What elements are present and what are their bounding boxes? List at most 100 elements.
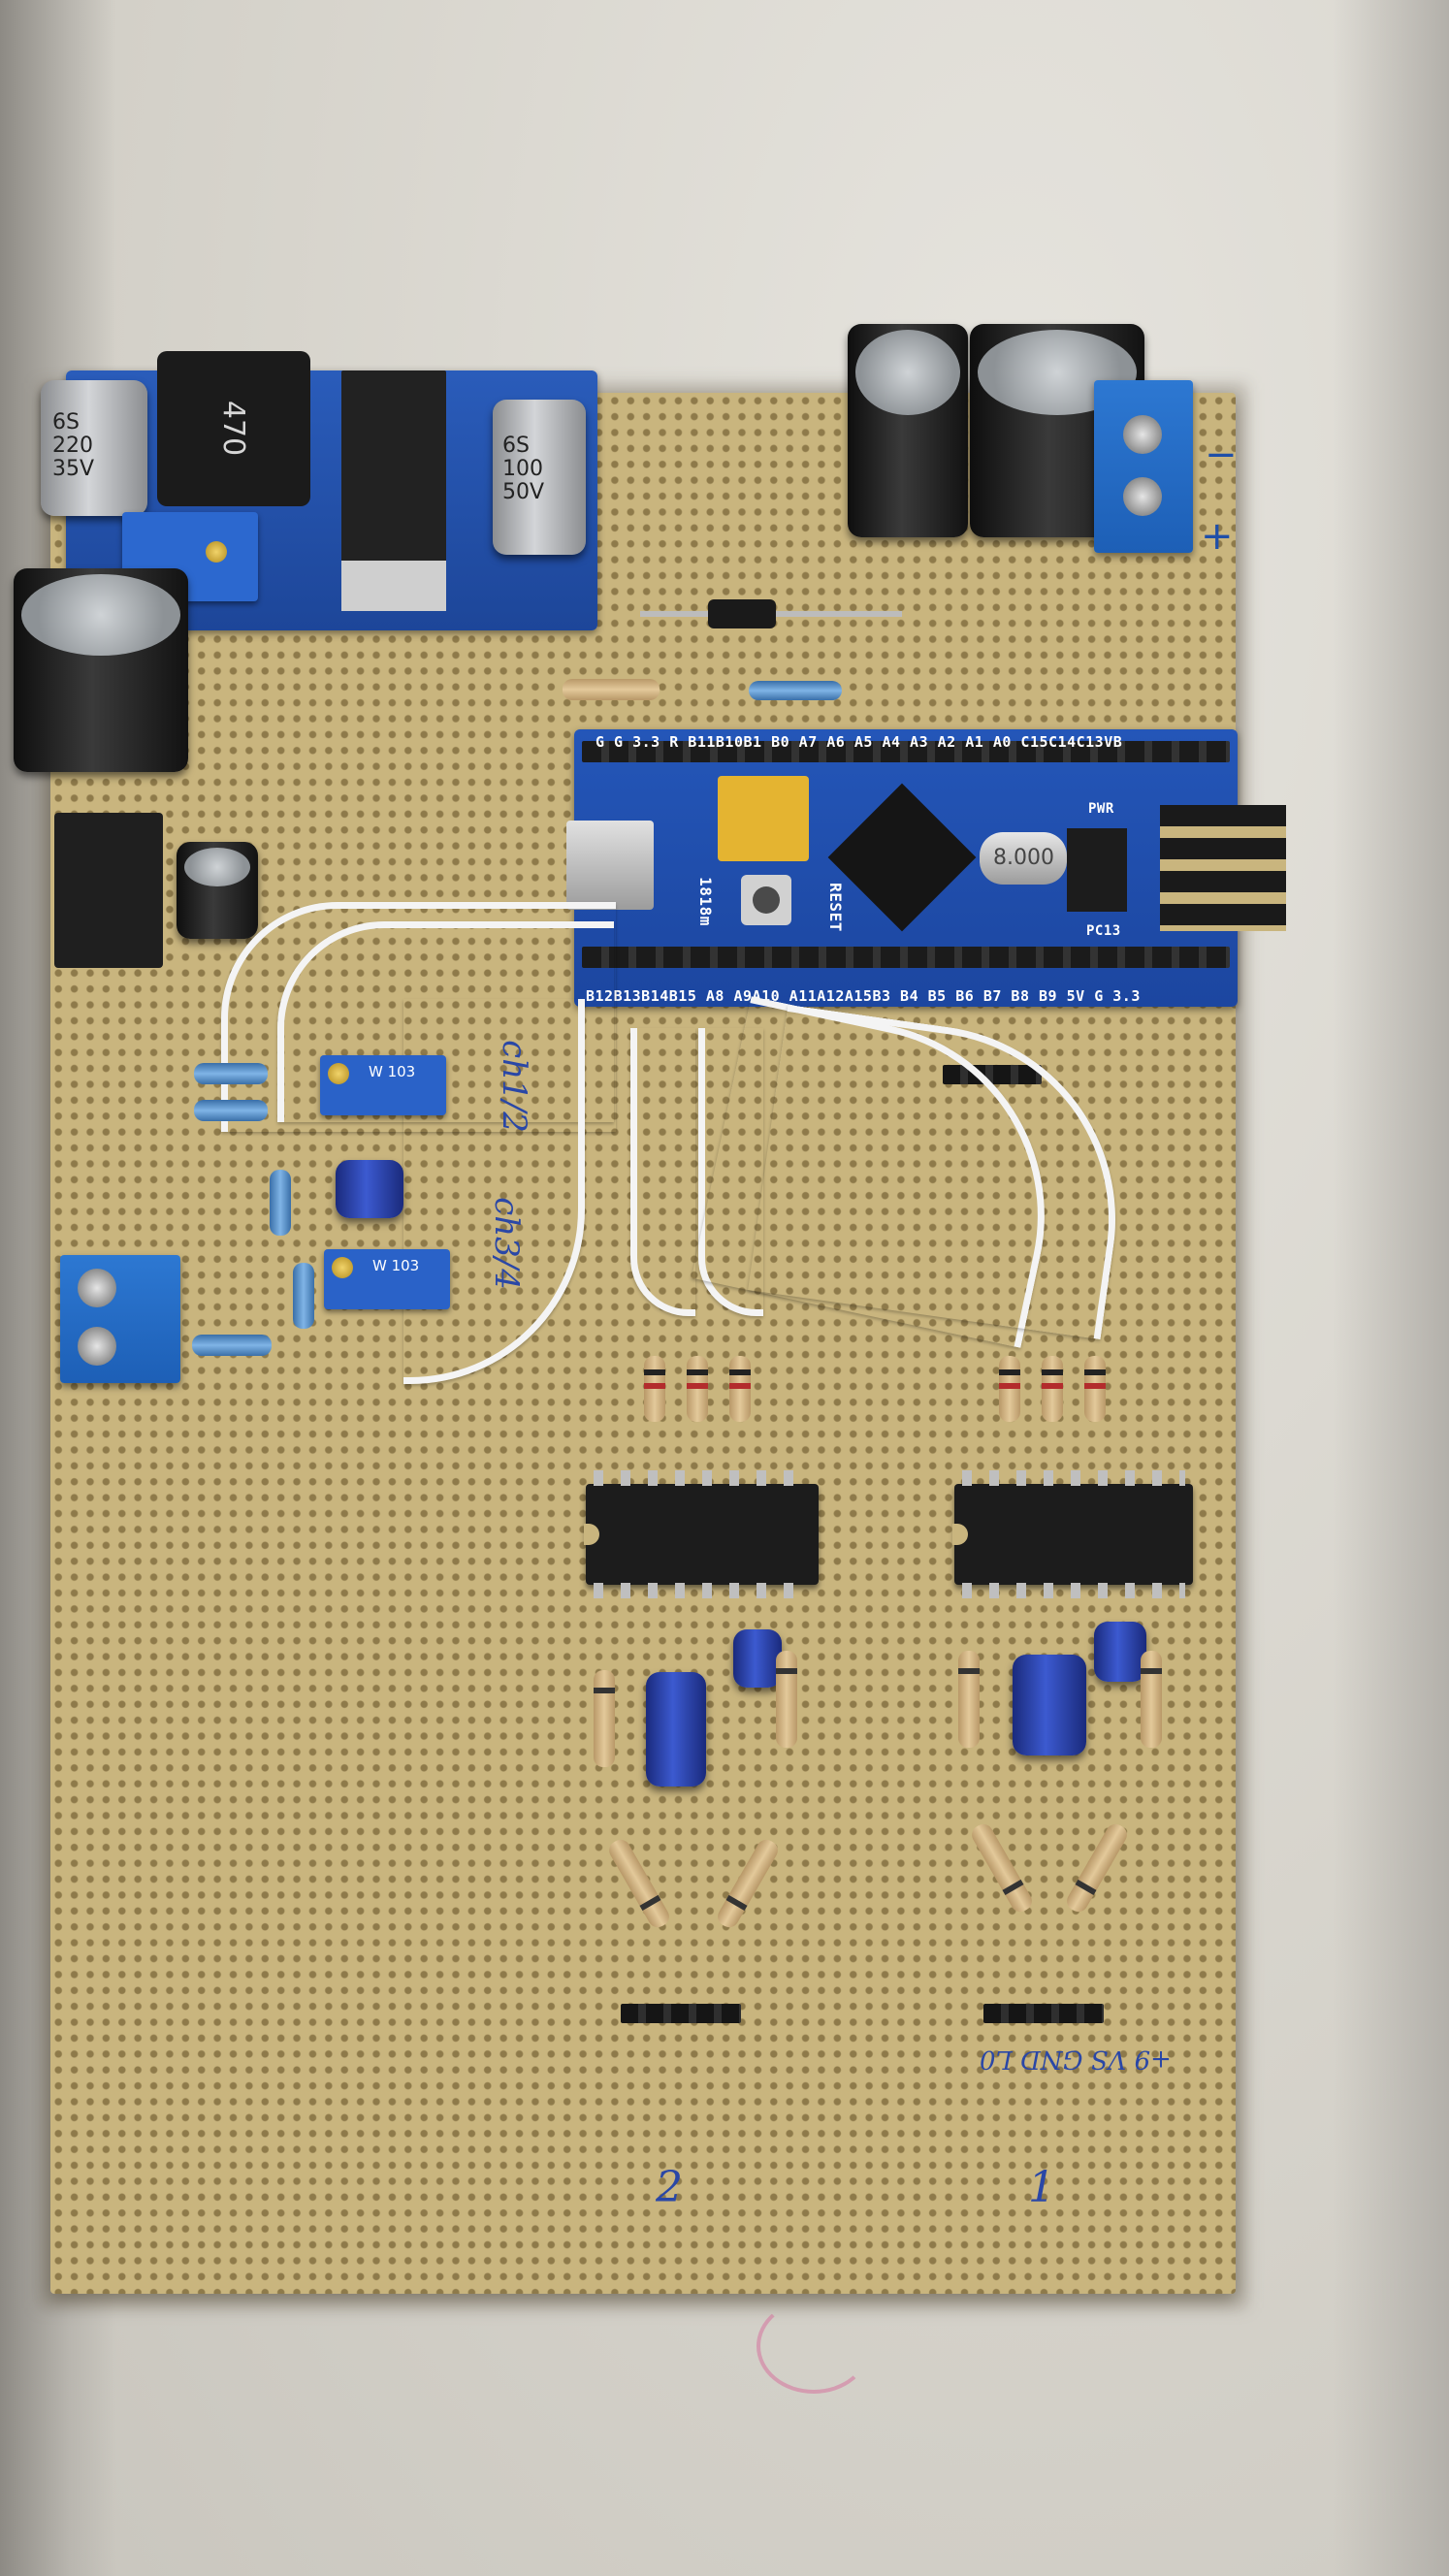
resistor-ch2-b [687, 1356, 708, 1422]
capacitor-ch1-large [1013, 1655, 1086, 1755]
resistor-top-1 [563, 679, 660, 700]
trimpot-upper-screw [328, 1063, 349, 1084]
resistor-blue-2 [293, 1263, 314, 1329]
pc13-label: PC13 [1086, 923, 1121, 939]
resistor-ch1-d [958, 1651, 980, 1748]
band [644, 1383, 665, 1389]
band [725, 1894, 748, 1912]
band [1042, 1383, 1063, 1389]
cap-1-top [855, 330, 960, 415]
board-side-label: 1818m [695, 877, 715, 926]
chip-notch [584, 1524, 599, 1545]
chip-pins-bottom [962, 1583, 1185, 1598]
band [1042, 1369, 1063, 1375]
linear-regulator [54, 813, 163, 968]
band [776, 1668, 797, 1674]
inductor-label: 470 [216, 400, 251, 457]
band [687, 1383, 708, 1389]
crystal: 8.000 [980, 832, 1067, 885]
band [958, 1668, 980, 1674]
pwr-label: PWR [1088, 801, 1114, 817]
trimpot-lower-screw [332, 1257, 353, 1278]
band [639, 1894, 661, 1912]
buck-input-cap-label: 6S 220 35V [52, 410, 95, 481]
resistor-ch2-a [644, 1356, 665, 1422]
regulator-tab [341, 561, 446, 611]
band [729, 1383, 751, 1389]
mcu-top-header [582, 741, 1230, 762]
buck-input-capacitor: 6S 220 35V [41, 380, 147, 516]
boot-jumpers [718, 776, 809, 861]
screw-icon [1123, 477, 1162, 516]
band [1075, 1879, 1097, 1896]
resistor-ch2-c [729, 1356, 751, 1422]
small-blue-capacitor [336, 1160, 403, 1218]
small-capacitor-left [177, 842, 258, 939]
chip-pins-bottom [594, 1583, 811, 1598]
buck-regulator-chip [341, 370, 446, 611]
band [1084, 1383, 1106, 1389]
trimpot-upper-label: W 103 [369, 1063, 416, 1080]
marker-stain [757, 2299, 871, 2394]
resistor-blue-3 [194, 1063, 268, 1084]
chip-pins-top [594, 1470, 811, 1486]
mcu-bottom-header [582, 947, 1230, 968]
mcu-bottom-pin-labels: B12B13B14B15 A8 A9A10 A11A12A15B3 B4 B5 … [586, 987, 1141, 1005]
capacitor-ch2-large [646, 1672, 706, 1787]
opamp-chip-ch1 [952, 1470, 1193, 1598]
trimpot-lower: W 103 [324, 1249, 450, 1309]
output-header-ch2 [621, 2004, 741, 2023]
header-4pin-mid [943, 1065, 1042, 1084]
mcu-top-pin-labels: G G 3.3 R B11B10B1 B0 A7 A6 A5 A4 A3 A2 … [596, 733, 1123, 751]
resistor-ch2-e [776, 1651, 797, 1748]
handwritten-note-2: ch3/4 [486, 1197, 526, 1290]
reset-button [741, 875, 791, 925]
capacitor-ch2-small [733, 1629, 782, 1688]
trimpot-lower-label: W 103 [372, 1257, 420, 1274]
resistor-ch1-a [999, 1356, 1020, 1422]
band [644, 1369, 665, 1375]
swd-header [1160, 805, 1286, 931]
buck-output-cap-label: 6S 100 50V [502, 434, 545, 504]
input-capacitor [14, 568, 188, 772]
wire-4 [630, 1028, 695, 1316]
small-cap-top [184, 848, 250, 886]
terminal-minus-mark: − [1205, 433, 1238, 477]
resistor-ch1-b [1042, 1356, 1063, 1422]
band [999, 1383, 1020, 1389]
resistor-top-2 [749, 681, 842, 700]
band [1084, 1369, 1106, 1375]
reset-label: RESET [825, 883, 845, 932]
band [1141, 1668, 1162, 1674]
band [999, 1369, 1020, 1375]
screw-icon [1123, 415, 1162, 454]
resistor-blue-1 [270, 1170, 291, 1236]
resistor-ch1-e [1141, 1651, 1162, 1748]
handwritten-pin-note: +9 VS GND L0 [980, 2045, 1172, 2074]
resistor-blue-5 [192, 1335, 272, 1356]
capacitor-ch1-small [1094, 1622, 1146, 1682]
resistor-ch1-c [1084, 1356, 1106, 1422]
chip-notch [952, 1524, 968, 1545]
band [594, 1688, 615, 1693]
opamp-chip-ch2 [584, 1470, 819, 1598]
chip-pins-top [962, 1470, 1185, 1486]
channel-number-left: 2 [656, 2163, 683, 2212]
signal-terminal-block [60, 1255, 180, 1383]
buck-trimpot-screw [206, 541, 227, 563]
handwritten-note-1: ch1/2 [494, 1040, 533, 1133]
usb-connector [566, 821, 654, 910]
buck-output-capacitor: 6S 100 50V [493, 400, 586, 555]
output-header-ch1 [983, 2004, 1104, 2023]
input-cap-top [21, 574, 180, 656]
screw-icon [78, 1327, 116, 1366]
channel-number-right: 1 [1028, 2163, 1055, 2212]
band [729, 1369, 751, 1375]
bulk-capacitor-1 [848, 324, 968, 537]
trimpot-upper: W 103 [320, 1055, 446, 1115]
resistor-ch2-d [594, 1670, 615, 1767]
inductor: 470 [157, 351, 310, 506]
mcu-regulator [1067, 828, 1127, 912]
band [1002, 1879, 1024, 1896]
screw-icon [78, 1269, 116, 1307]
